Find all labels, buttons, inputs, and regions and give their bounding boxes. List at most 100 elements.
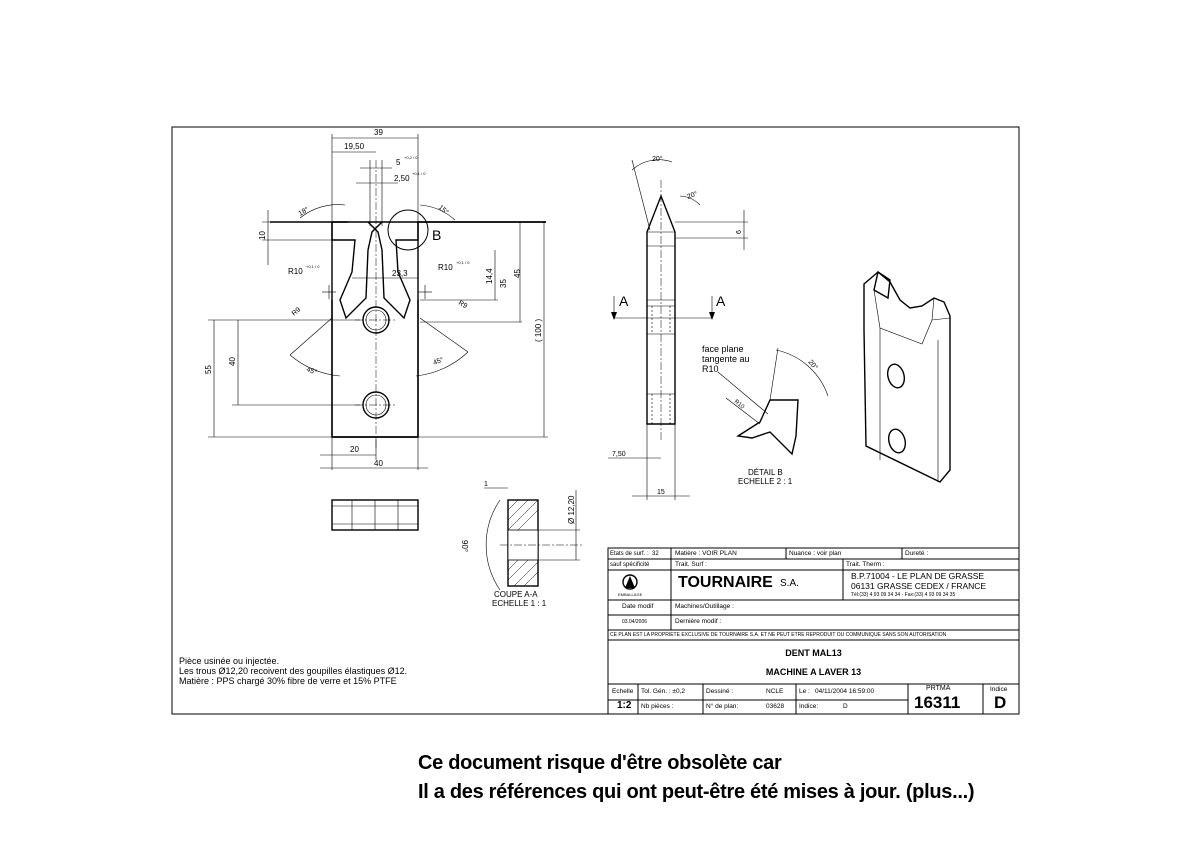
tb-prtma-label: PRTMA xyxy=(926,685,951,692)
tb-sauf-specificite: sauf spécificité xyxy=(610,562,650,568)
dim-7-50: 7,50 xyxy=(612,451,626,458)
dim-100: ( 100 ) xyxy=(534,319,543,342)
dim-slot-5-tol: +0,2 / 0 xyxy=(404,155,418,160)
tb-phone: Tél:(33) 4 93 09 34 34 - Fax:(33) 4 93 0… xyxy=(851,592,956,598)
tb-indice-small-value: D xyxy=(843,703,848,710)
tb-indice-small-label: Indice: xyxy=(799,703,819,710)
dim-39: 39 xyxy=(374,128,383,137)
obsolete-notice-line-2[interactable]: Il a des références qui ont peut-être ét… xyxy=(418,781,975,803)
dim-40-h: 40 xyxy=(374,459,383,468)
section-scale: ECHELLE 1 : 1 xyxy=(492,599,547,608)
tb-trait-surf: Trait. Surf : xyxy=(675,561,707,568)
tb-echelle-value: 1:2 xyxy=(617,700,632,711)
detail-b-label: B xyxy=(432,227,441,243)
dim-angle-18: 18° xyxy=(297,205,310,217)
section-aa-text: 1 Ø 12,20 90° COUPE A-A ECHELLE 1 : 1 xyxy=(460,481,576,608)
tb-nb-pieces: Nb pièces : xyxy=(641,703,674,710)
tb-date-modif-label: Date modif xyxy=(622,603,654,610)
section-aa-view xyxy=(484,487,582,591)
dim-55: 55 xyxy=(204,365,213,374)
dim-angle-20-side: 20° xyxy=(686,190,699,201)
tb-dessine-value: NCLE xyxy=(766,688,784,695)
dim-19-50: 19,50 xyxy=(344,142,365,151)
tb-company: TOURNAIRE xyxy=(678,574,773,591)
isometric-view xyxy=(863,270,951,483)
section-dim-dia: Ø 12,20 xyxy=(567,495,576,524)
dim-2-50-tol: +0,1 / 0 xyxy=(412,171,426,176)
dim-40-v: 40 xyxy=(228,357,237,366)
dim-angle-20-top: 20° xyxy=(652,155,663,163)
tb-etats-surf-label: Etats de surf. : xyxy=(610,551,649,557)
detail-b-view xyxy=(717,347,829,456)
section-dim-1: 1 xyxy=(484,481,488,488)
tb-etats-surf-value: 32 xyxy=(652,551,659,557)
dim-45-left: 45° xyxy=(305,365,318,376)
front-view-dims: 39 19,50 5 +0,2 / 0 2,50 +0,1 / 0 18° 15… xyxy=(204,128,543,468)
drawing-notes: Pièce usinée ou injectée. Les trous Ø12,… xyxy=(179,656,407,686)
detail-b-radius: R10 xyxy=(733,399,746,411)
dim-r10-right-tol: +0,1 / 0 xyxy=(456,260,470,265)
side-view xyxy=(608,159,748,500)
section-angle: 90° xyxy=(460,540,469,552)
obsolete-notice-line-1: Ce document risque d'être obsolète car xyxy=(418,752,782,774)
tb-echelle-label: Echelle xyxy=(612,688,634,695)
note-line-1: Pièce usinée ou injectée. xyxy=(179,656,279,666)
side-view-dims: 20° 20° 6 A A 7,50 15 xyxy=(612,155,743,496)
tb-derniere-modif-label: Dernière modif : xyxy=(675,618,722,625)
dim-r9-right: R9 xyxy=(457,300,468,311)
tb-durete: Dureté : xyxy=(905,550,929,557)
dim-10: 10 xyxy=(258,231,267,240)
detail-b-title: DÉTAIL B xyxy=(748,468,783,477)
detail-b-angle: 20° xyxy=(806,358,819,371)
tb-le-label: Le : xyxy=(799,688,810,695)
company-logo-icon xyxy=(622,574,638,590)
tb-address-2: 06131 GRASSE CEDEX / FRANCE xyxy=(851,581,987,591)
detail-b-note-2: tangente au xyxy=(702,354,750,364)
dim-35: 35 xyxy=(499,279,508,288)
tb-indice-value: D xyxy=(994,693,1007,712)
tb-matiere: Matière : VOIR PLAN xyxy=(675,550,737,557)
section-title: COUPE A-A xyxy=(494,590,538,599)
tb-dessine-label: Dessiné : xyxy=(706,688,734,695)
tb-le-value: 04/11/2004 16:59:00 xyxy=(815,688,875,695)
front-view xyxy=(208,134,548,470)
tb-trait-therm: Trait. Therm : xyxy=(846,561,885,568)
tb-indice-label: Indice xyxy=(990,686,1008,693)
dim-20: 20 xyxy=(350,445,359,454)
tb-tol-gen: Tol. Gén. : ±0,2 xyxy=(641,688,686,695)
dim-slot-5: 5 xyxy=(396,158,401,167)
tb-prtma-value: 16311 xyxy=(914,693,961,712)
sheet-border xyxy=(171,126,1020,715)
dim-r9-left: R9 xyxy=(291,306,302,317)
tb-property-notice: CE PLAN EST LA PROPRIETE EXCLUSIVE DE TO… xyxy=(610,632,947,638)
tb-address-1: B.P.71004 - LE PLAN DE GRASSE xyxy=(851,571,985,581)
tb-title-1: DENT MAL13 xyxy=(785,648,842,658)
top-view xyxy=(331,499,419,531)
dim-15: 15 xyxy=(657,489,665,496)
tb-logo-caption: EMBALLAGE xyxy=(618,592,643,597)
dim-2-50: 2,50 xyxy=(394,174,410,183)
tb-date-modif-value: 03.04/2006 xyxy=(622,619,648,625)
section-a-left: A xyxy=(619,293,629,309)
tb-nuance: Nuance : voir plan xyxy=(789,550,842,557)
dim-r10-right: R10 xyxy=(438,263,453,272)
tb-title-2: MACHINE A LAVER 13 xyxy=(765,667,862,677)
dim-14-4: 14,4 xyxy=(485,268,494,284)
section-a-right: A xyxy=(716,293,726,309)
detail-b-note-1: face plane xyxy=(702,344,744,354)
note-line-3: Matière : PPS chargé 30% fibre de verre … xyxy=(179,676,397,686)
dim-r10-left-tol: +0,1 / 0 xyxy=(306,264,320,269)
detail-b-text: face plane tangente au R10 20° R10 DÉTAI… xyxy=(702,344,820,486)
detail-b-note-3: R10 xyxy=(702,364,719,374)
title-block xyxy=(607,547,1020,715)
tb-machines-label: Machines/Outillage : xyxy=(675,603,734,610)
tb-no-plan-label: N° de plan: xyxy=(706,703,739,710)
dim-23-3: 23,3 xyxy=(392,269,408,278)
detail-b-scale: ECHELLE 2 : 1 xyxy=(738,477,793,486)
tb-no-plan-value: 03628 xyxy=(766,703,785,710)
dim-45-right: 45° xyxy=(432,356,445,367)
dim-6: 6 xyxy=(736,230,743,234)
dim-45: 45 xyxy=(513,269,522,278)
dim-r10-left: R10 xyxy=(288,267,303,276)
